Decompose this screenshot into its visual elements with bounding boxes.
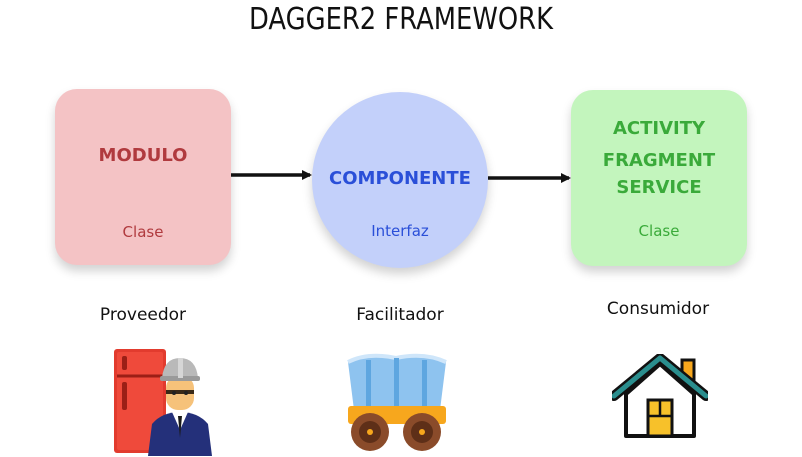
fragment-label-line2: FRAGMENT <box>602 150 716 171</box>
service-label-line3: SERVICE <box>616 177 702 198</box>
role-consumidor: Consumidor <box>606 299 710 319</box>
modulo-node: MODULO Clase <box>55 89 231 265</box>
componente-sublabel: Interfaz <box>371 222 429 240</box>
activity-label-line1: ACTIVITY <box>612 118 706 139</box>
wagon-icon <box>347 353 447 451</box>
diagram-title: DAGGER2 FRAMEWORK <box>248 2 554 37</box>
modulo-label: MODULO <box>98 145 188 166</box>
componente-node: COMPONENTE Interfaz <box>312 92 488 268</box>
modulo-sublabel: Clase <box>122 223 164 241</box>
activity-node: ACTIVITY FRAGMENT SERVICE Clase <box>571 90 747 266</box>
worker-with-fridge-icon <box>114 349 212 456</box>
role-facilitador: Facilitador <box>356 305 444 325</box>
role-proveedor: Proveedor <box>99 305 187 325</box>
activity-sublabel: Clase <box>638 222 680 240</box>
componente-label: COMPONENTE <box>329 168 471 189</box>
house-icon <box>612 354 708 438</box>
